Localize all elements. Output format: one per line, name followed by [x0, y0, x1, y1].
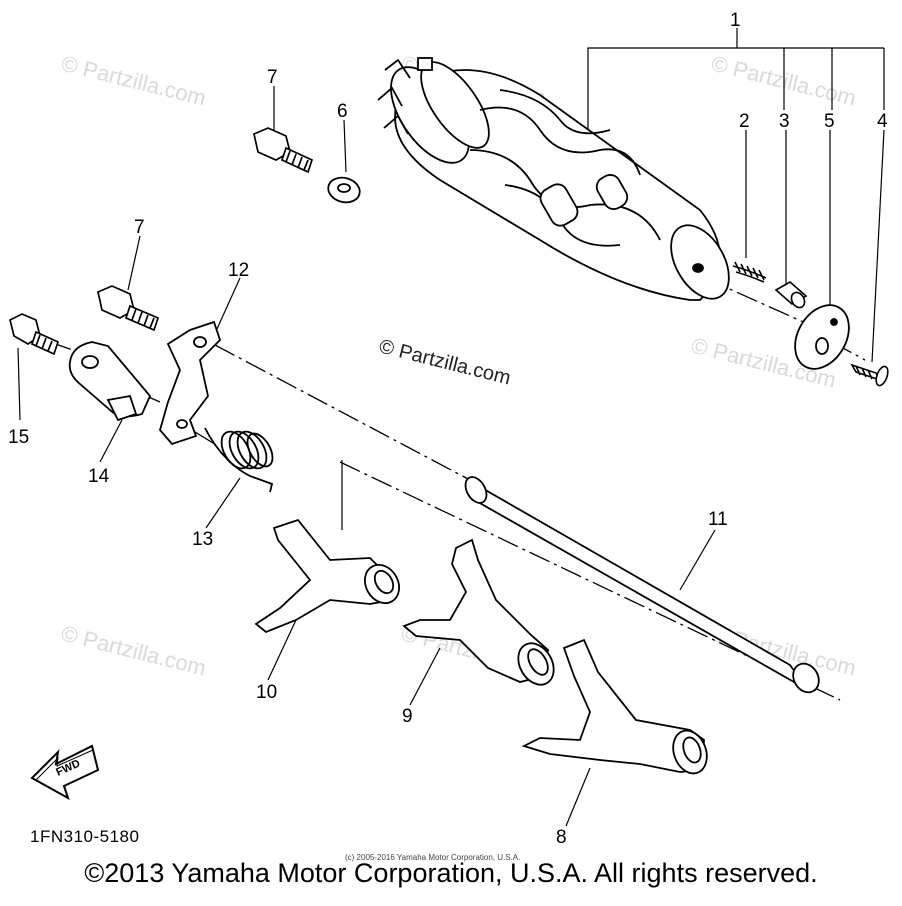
shift-fork-10	[254, 518, 400, 634]
copyright-footer: ©2013 Yamaha Motor Corporation, U.S.A. A…	[84, 858, 818, 888]
callouts: 1 2 3 4 5 6 7 7 8 9 10 11 12 13 14 15	[8, 10, 888, 848]
callout-1: 1	[730, 10, 741, 31]
guide-bar	[464, 476, 820, 694]
leader-lines	[17, 28, 885, 827]
callout-13: 13	[192, 529, 213, 550]
callout-15: 15	[8, 427, 29, 448]
bolt-lower	[97, 285, 160, 332]
callout-5: 5	[824, 111, 835, 132]
lever-bracket	[68, 341, 152, 422]
callout-7-lower: 7	[134, 217, 145, 238]
stopper-plate	[794, 304, 850, 370]
callout-4: 4	[877, 111, 888, 132]
callout-3: 3	[779, 111, 790, 132]
watermark: © Partzilla.com	[59, 621, 209, 681]
screw	[850, 363, 889, 387]
torsion-spring	[204, 427, 274, 493]
callout-14: 14	[88, 466, 110, 487]
callout-6: 6	[337, 101, 348, 122]
callout-7-upper: 7	[267, 67, 278, 88]
watermark: © Partzilla.com	[59, 51, 209, 111]
forward-arrow-icon: FWD	[30, 744, 100, 801]
callout-10: 10	[256, 682, 277, 703]
callout-8: 8	[556, 827, 567, 848]
washer	[327, 176, 361, 204]
callout-11: 11	[708, 509, 728, 530]
shift-fork-9	[402, 538, 555, 686]
watermark-center: © Partzilla.com	[377, 336, 513, 390]
lever-plate	[159, 320, 222, 446]
part-code: 1FN310-5180	[30, 827, 139, 846]
callout-12: 12	[228, 260, 249, 281]
detent-spring	[732, 261, 767, 283]
bolt-15	[9, 313, 60, 356]
shift-cam-drum	[377, 57, 730, 301]
pin	[774, 281, 808, 309]
bolt-upper	[253, 127, 314, 174]
shift-fork-8	[521, 638, 708, 775]
small-copyright: (c) 2005-2016 Yamaha Motor Corporation, …	[345, 853, 520, 862]
callout-9: 9	[402, 706, 413, 727]
callout-2: 2	[739, 111, 750, 132]
